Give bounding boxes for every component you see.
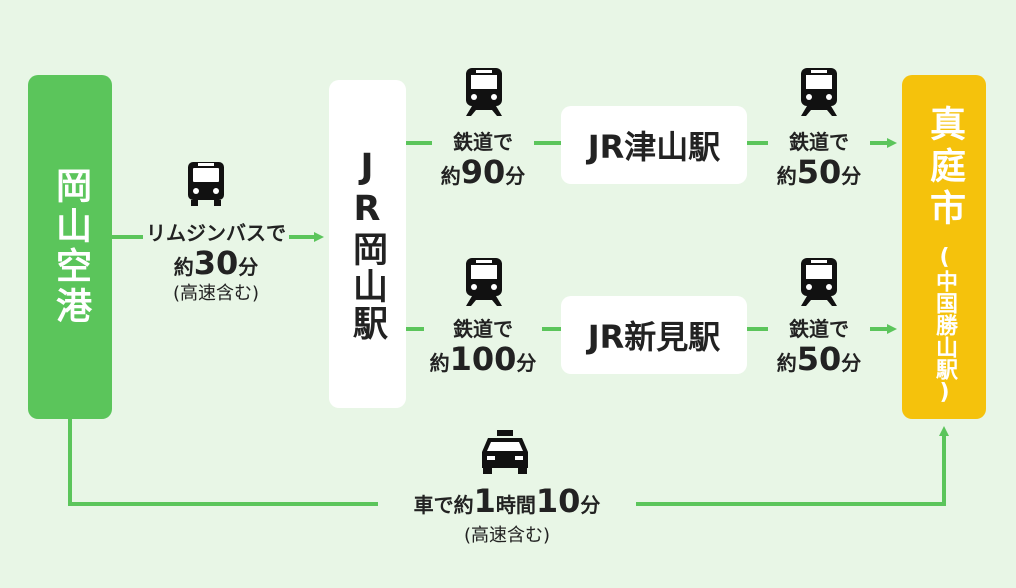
car-minutes-unit: 分	[580, 493, 601, 517]
rail-okayama-niimi-minutes: 100	[449, 340, 517, 378]
niimi-station-box: JR新見駅	[561, 296, 747, 374]
maniwa-sub-label: (中国勝山駅)	[932, 245, 957, 405]
rail-prefix: 約	[429, 351, 450, 375]
bus-prefix: 約	[173, 255, 194, 279]
train-icon	[801, 68, 837, 116]
car-minutes: 10	[535, 482, 581, 520]
rail-mode-text: 鉄道で	[789, 130, 849, 154]
bus-icon	[188, 162, 224, 206]
rail-mode-text: 鉄道で	[453, 317, 513, 341]
rail-okayama-tsuyama-minutes: 90	[460, 153, 506, 191]
maniwa-city-label: 真庭市	[924, 105, 965, 231]
jr-okayama-station-box: JR岡山駅	[329, 80, 406, 408]
rail-unit: 分	[841, 164, 862, 188]
rail-tsuyama-maniwa-minutes: 50	[796, 153, 842, 191]
rail-unit: 分	[505, 164, 526, 188]
rail-niimi-maniwa-label: 鉄道で 約50分	[768, 318, 870, 378]
car-note: (高速含む)	[463, 524, 551, 546]
jr-okayama-station-label: JR岡山駅	[347, 146, 387, 342]
rail-mode-text: 鉄道で	[789, 317, 849, 341]
maniwa-city-box: 真庭市 (中国勝山駅)	[902, 75, 986, 419]
bus-note: (高速含む)	[172, 282, 260, 304]
car-hours: 1	[473, 482, 496, 520]
tsuyama-station-label: JR津山駅	[587, 128, 721, 166]
rail-mode-text: 鉄道で	[453, 130, 513, 154]
bus-minutes: 30	[193, 244, 239, 282]
rail-unit: 分	[516, 351, 537, 375]
car-route-label: 車で約1時間10分 (高速含む)	[378, 482, 636, 547]
car-mode-text: 車で約	[413, 493, 474, 517]
bus-unit: 分	[238, 255, 259, 279]
rail-prefix: 約	[440, 164, 461, 188]
rail-unit: 分	[841, 351, 862, 375]
bus-mode-text: リムジンバスで	[146, 221, 286, 245]
train-icon	[466, 258, 502, 306]
rail-prefix: 約	[776, 351, 797, 375]
rail-prefix: 約	[776, 164, 797, 188]
okayama-airport-box: 岡山空港	[28, 75, 112, 419]
rail-niimi-maniwa-minutes: 50	[796, 340, 842, 378]
niimi-station-label: JR新見駅	[587, 318, 721, 356]
bus-route-label: リムジンバスで 約30分 (高速含む)	[122, 222, 310, 304]
rail-tsuyama-maniwa-label: 鉄道で 約50分	[768, 131, 870, 191]
rail-okayama-niimi-label: 鉄道で 約100分	[424, 318, 542, 378]
train-icon	[801, 258, 837, 306]
tsuyama-station-box: JR津山駅	[561, 106, 747, 184]
train-icon	[466, 68, 502, 116]
taxi-icon	[482, 430, 528, 474]
okayama-airport-label: 岡山空港	[50, 167, 91, 327]
car-hours-unit: 時間	[495, 493, 536, 517]
rail-okayama-tsuyama-label: 鉄道で 約90分	[432, 131, 534, 191]
